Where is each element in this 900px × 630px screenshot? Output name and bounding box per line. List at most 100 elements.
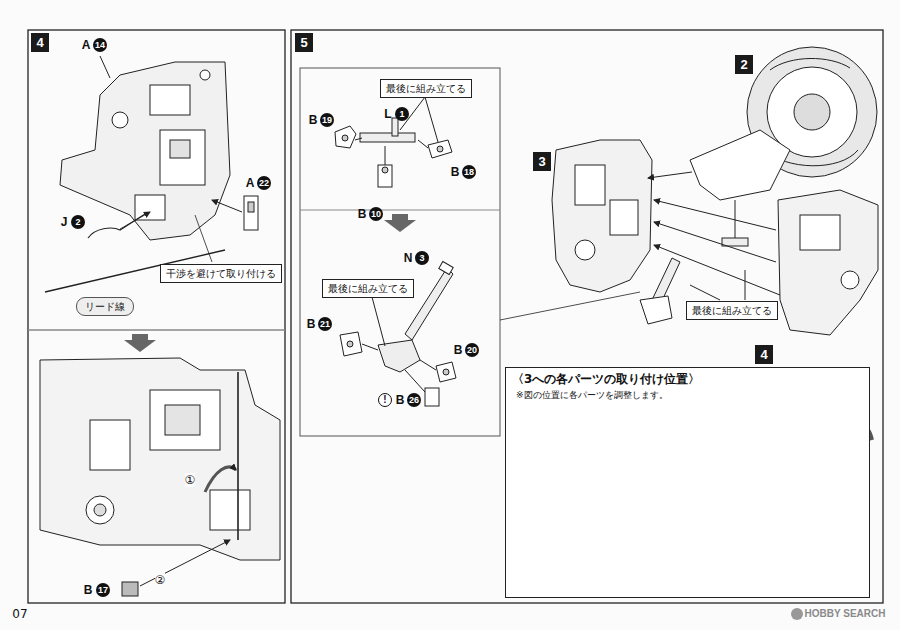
step-number: 4 — [31, 33, 49, 52]
step-mark: 07 — [12, 607, 27, 621]
gearbox-frame-a14 — [60, 56, 230, 240]
part-number: 18 — [462, 165, 476, 179]
gearbox-3-shape — [552, 140, 652, 292]
gearbox-closeup-shape — [86, 496, 114, 524]
part-b17 — [122, 540, 230, 596]
node-text: 最後に組み立てる — [386, 83, 466, 94]
step5-subassembly-bottom-shape — [362, 344, 378, 350]
part-a22 — [212, 196, 258, 230]
panel-frames-shape — [28, 329, 285, 330]
subassembly-number: 4 — [755, 345, 773, 364]
assembly-arrows-shape — [690, 285, 720, 300]
step5-subassembly-top-shape — [437, 146, 443, 152]
node-text: 4 — [760, 347, 767, 362]
step5-subassembly-bottom-shape — [405, 370, 425, 392]
frame-4 — [778, 190, 878, 335]
step5-subassembly-bottom-shape — [443, 369, 449, 375]
part-letter: B — [307, 317, 316, 331]
step-number: 5 — [295, 33, 313, 52]
gearbox-frame-a14-shape — [100, 56, 110, 78]
part-number: 22 — [257, 176, 271, 190]
step5-subassembly-top-shape — [382, 167, 388, 173]
assembly-arrows-shape — [745, 270, 746, 300]
part-letter: J — [61, 215, 68, 229]
step5-subassembly-top — [335, 97, 452, 187]
gearbox-3-shape — [575, 240, 595, 260]
note-box: 最後に組み立てる — [380, 79, 472, 98]
step5-subassembly-top-shape — [335, 126, 356, 148]
part-number: 21 — [318, 317, 332, 331]
step5-subassembly-top-shape — [418, 140, 428, 148]
part-letter: B — [358, 207, 367, 221]
part-number: 20 — [465, 343, 479, 357]
part-a22-shape — [212, 200, 242, 212]
step5-subassembly-top-shape — [392, 118, 398, 136]
subassembly-number: 3 — [533, 152, 551, 171]
subassembly-number: 2 — [735, 55, 753, 74]
caution-mark: ! — [378, 393, 392, 407]
node-text: 5 — [300, 35, 307, 50]
gearbox-frame-a14-shape — [60, 62, 230, 240]
part-letter: B — [396, 393, 405, 407]
part-a22-shape — [248, 202, 254, 212]
node-text: 4 — [36, 35, 43, 50]
gearbox-closeup-shape — [205, 467, 236, 492]
panel-frames-shape — [28, 30, 285, 603]
leader-to-vehicle — [500, 292, 640, 320]
step5-subassembly-bottom-shape — [347, 341, 353, 347]
gearbox-3-shape — [575, 165, 605, 205]
part-number: 2 — [71, 215, 85, 229]
part-letter: B — [309, 113, 318, 127]
part-number: 19 — [320, 113, 334, 127]
note-box: 干渉を避けて取り付ける — [160, 264, 282, 283]
part-a22-shape — [244, 196, 258, 230]
gearbox-closeup-shape — [90, 420, 130, 470]
wheel-2-shape — [770, 58, 850, 70]
part-number: 3 — [415, 251, 429, 265]
part-j2-wire-shape — [120, 212, 150, 229]
part-letter: A — [246, 176, 255, 190]
step5-subassembly-bottom-shape — [436, 362, 456, 382]
assembly-arrows-shape — [648, 172, 692, 178]
part-number: 26 — [407, 393, 421, 407]
part-number: 17 — [96, 583, 110, 597]
step-arrows-shape — [124, 334, 156, 352]
gearbox-closeup-shape — [150, 390, 220, 450]
node-text: 2 — [740, 57, 747, 72]
step5-subassembly-top-shape — [360, 133, 415, 142]
step5-subassembly-bottom-shape — [372, 297, 385, 346]
step5-subassembly-top-shape — [342, 135, 348, 141]
frame-4-shape — [778, 190, 878, 335]
assembly-arrows-shape — [654, 222, 776, 262]
gearbox-closeup-shape — [165, 405, 200, 435]
assembly-arrows-shape — [654, 200, 776, 230]
step-mark: ② — [155, 573, 166, 587]
part-letter: A — [82, 38, 91, 52]
node-text: 最後に組み立てる — [692, 305, 772, 316]
wheel-2-shape — [794, 94, 830, 130]
gearbox-frame-a14-shape — [112, 112, 128, 128]
step5-subassembly-top-shape — [385, 146, 386, 165]
node-text: リード線 — [85, 301, 125, 312]
gearbox-3-shape — [610, 200, 638, 235]
gearbox-closeup — [40, 358, 280, 560]
gearbox-frame-a14-shape — [160, 130, 205, 185]
part-b17-shape — [140, 540, 230, 586]
swingarm-assembly — [640, 258, 680, 324]
step-mark: ① — [185, 473, 196, 487]
part-b17-shape — [122, 582, 138, 596]
wheel-2-shape — [722, 238, 748, 246]
panel-frames — [28, 30, 883, 603]
node-text: 干渉を避けて取り付ける — [166, 268, 276, 279]
gearbox-closeup-shape — [237, 372, 239, 540]
gearbox-frame-a14-shape — [170, 140, 190, 158]
gearbox-frame-a14-shape — [150, 85, 190, 115]
lead-wire-shape — [195, 215, 212, 262]
part-letter: L — [384, 107, 391, 121]
step5-subassembly-bottom-shape — [439, 262, 453, 275]
part-number: 1 — [395, 107, 409, 121]
note-box: 最後に組み立てる — [322, 279, 414, 298]
leader-to-vehicle-shape — [500, 292, 640, 320]
gearbox-closeup-shape — [210, 490, 250, 530]
